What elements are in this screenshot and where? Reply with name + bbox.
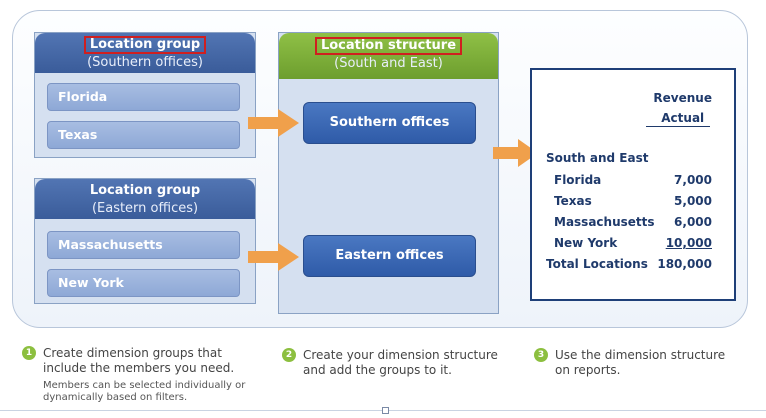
row-label: Florida: [554, 173, 602, 187]
step-number-badge: 2: [282, 348, 296, 362]
step-line: include the members you need.: [43, 361, 235, 375]
row-value: 7,000: [674, 173, 712, 187]
arrow-icon: [248, 243, 299, 271]
arrow-icon: [248, 109, 299, 137]
group-header: Location group (Eastern offices): [35, 179, 255, 219]
total-label: Total Locations: [546, 257, 648, 271]
step-line: Use the dimension structure: [555, 348, 726, 362]
structure-title: Location structure: [314, 37, 463, 55]
report-row: Florida 7,000: [546, 170, 716, 190]
step-line: Create your dimension structure: [303, 348, 498, 362]
step-line: on reports.: [555, 363, 621, 377]
step-line: and add the groups to it.: [303, 363, 452, 377]
row-label: Massachusetts: [554, 215, 655, 229]
row-label: Texas: [554, 194, 592, 208]
structure-subtitle: (South and East): [334, 56, 443, 71]
member-massachusetts: Massachusetts: [47, 231, 240, 259]
column-header-actual: Actual: [661, 111, 705, 125]
note-line: dynamically based on filters.: [43, 392, 188, 403]
location-group-southern: Location group (Southern offices) Florid…: [34, 32, 256, 158]
report-total-row: Total Locations 180,000: [546, 254, 716, 274]
group-subtitle: (Eastern offices): [91, 201, 199, 216]
note-line: Members can be selected individually or: [43, 380, 246, 391]
report-row: Texas 5,000: [546, 191, 716, 211]
row-label: New York: [554, 236, 618, 250]
location-group-eastern: Location group (Eastern offices) Massach…: [34, 178, 256, 304]
report-column-header: Revenue Actual: [653, 88, 712, 128]
row-value: 5,000: [674, 194, 712, 208]
node-eastern-offices: Eastern offices: [303, 235, 476, 277]
step-text: Create dimension groups that include the…: [43, 346, 245, 404]
step-note: Members can be selected individually or …: [43, 380, 245, 404]
report-preview: Revenue Actual South and East Florida 7,…: [530, 68, 736, 301]
step-number-badge: 1: [22, 346, 36, 360]
arrow-icon: [493, 139, 538, 167]
report-row: New York 10,000: [546, 233, 716, 253]
step-3: 3 Use the dimension structure on reports…: [534, 348, 754, 384]
column-header-revenue: Revenue: [653, 91, 712, 105]
report-row: Massachusetts 6,000: [546, 212, 716, 232]
member-florida: Florida: [47, 83, 240, 111]
group-subtitle: (Southern offices): [87, 55, 203, 70]
step-text: Use the dimension structure on reports.: [555, 348, 725, 378]
group-title: Location group: [89, 183, 201, 198]
row-value: 6,000: [674, 215, 712, 229]
report-section-row: South and East: [546, 148, 716, 168]
location-structure: Location structure (South and East) Sout…: [278, 32, 499, 314]
header-underline: [646, 126, 710, 127]
step-2: 2 Create your dimension structure and ad…: [282, 348, 512, 384]
node-southern-offices: Southern offices: [303, 102, 476, 144]
step-number-badge: 3: [534, 348, 548, 362]
step-text: Create your dimension structure and add …: [303, 348, 498, 378]
group-header: Location group (Southern offices): [35, 33, 255, 73]
member-new-york: New York: [47, 269, 240, 297]
step-1: 1 Create dimension groups that include t…: [22, 346, 272, 408]
row-value: 10,000: [665, 236, 712, 250]
member-texas: Texas: [47, 121, 240, 149]
group-title: Location group: [83, 36, 207, 54]
section-label: South and East: [546, 151, 649, 165]
structure-header: Location structure (South and East): [279, 33, 498, 79]
step-line: Create dimension groups that: [43, 346, 222, 360]
resize-handle[interactable]: [382, 407, 389, 414]
total-value: 180,000: [657, 257, 712, 271]
